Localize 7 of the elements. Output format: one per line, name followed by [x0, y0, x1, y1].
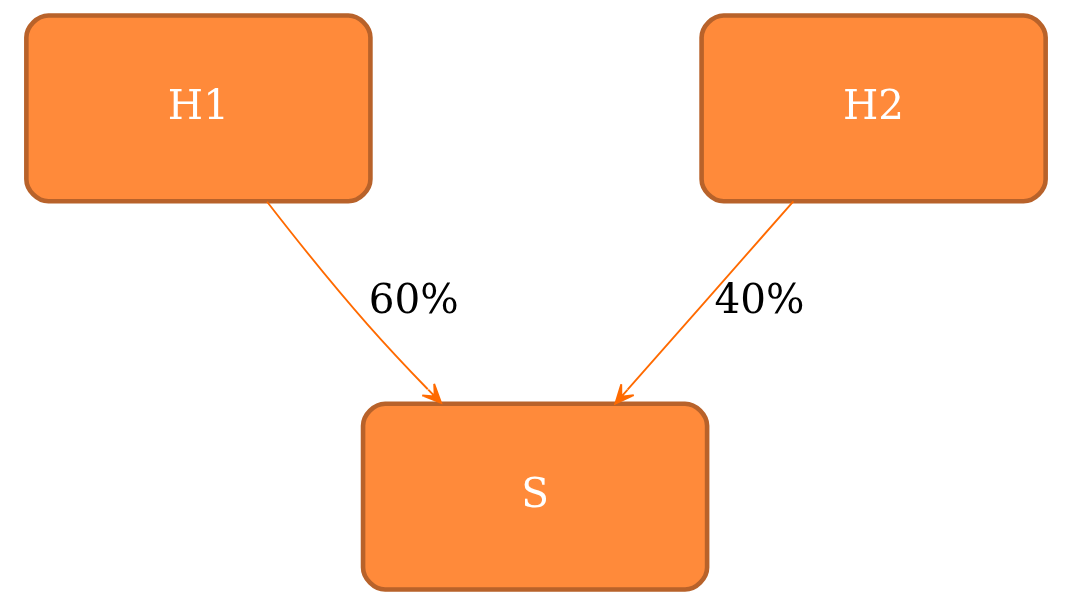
node-box: S: [360, 401, 710, 592]
edge-label: 40%: [714, 274, 805, 323]
node-box: H2: [699, 13, 1048, 204]
arrow: [614, 200, 795, 405]
edge-label: 60%: [368, 274, 459, 323]
node-box: H1: [24, 13, 373, 204]
arrow: [266, 200, 443, 404]
